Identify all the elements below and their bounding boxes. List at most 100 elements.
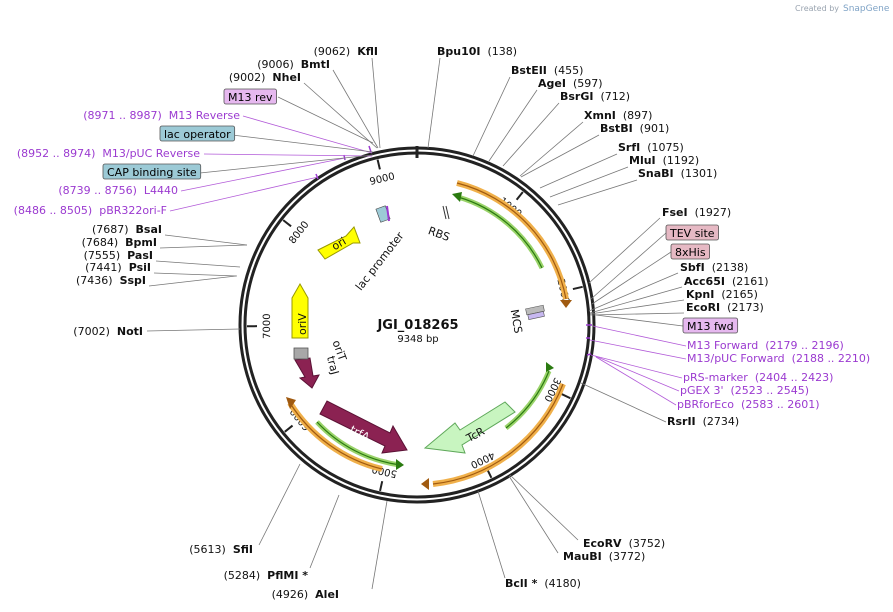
site-position: (7436): [76, 274, 113, 287]
site-name: XmnI: [584, 109, 616, 122]
leader-maubi: [508, 475, 559, 554]
primer-name: M13 Reverse: [169, 109, 240, 122]
leader-agei: [488, 89, 538, 162]
feature-box-label: CAP binding site: [107, 166, 197, 179]
site-maubi: MauBI (3772): [563, 550, 645, 563]
leader-primer-pbr322ori-f: [169, 176, 319, 212]
site-gap: [226, 543, 233, 556]
primer-range: (8952 .. 8974): [17, 147, 96, 160]
m13-rev-marker: [386, 205, 390, 222]
feature-box-8xhis: 8xHis: [670, 243, 710, 260]
site-name: KflI: [357, 45, 378, 58]
leader-noti: [146, 328, 241, 332]
trfa-feature: [319, 400, 408, 454]
site-sfii: (5613) SfiI: [189, 543, 253, 556]
site-name: AleI: [315, 588, 339, 601]
primer-range: (2179 .. 2196): [765, 339, 844, 352]
site-position: (7555): [84, 249, 121, 262]
primer-gap: [785, 352, 792, 365]
primer-range: (2583 .. 2601): [741, 398, 820, 411]
site-gap: [481, 45, 488, 58]
traj-feature: [294, 357, 320, 389]
site-position: (901): [640, 122, 670, 135]
site-gap: [129, 223, 136, 236]
snapgene-logo: SnapGene: [843, 4, 890, 14]
site-name: RsrII: [667, 415, 696, 428]
leader-bmti: [332, 69, 379, 149]
site-name: NheI: [272, 71, 301, 84]
leader-acc65i: [589, 286, 683, 314]
primer-name: M13/pUC Forward: [687, 352, 785, 365]
primer-m13-reverse: (8971 .. 8987) M13 Reverse: [83, 109, 240, 122]
primer-name: M13/pUC Reverse: [102, 147, 200, 160]
leader-snabi: [557, 179, 638, 206]
leader-bsrgi: [502, 102, 560, 167]
primer-name: pBR322ori-F: [99, 204, 167, 217]
site-name: SfiI: [233, 543, 253, 556]
green-arc-feature-1: [457, 194, 545, 270]
primer-name: pBRforEco: [677, 398, 734, 411]
site-name: PflMI *: [267, 569, 308, 582]
site-position: (2173): [727, 301, 764, 314]
site-name: BclI *: [505, 577, 538, 590]
primer-range: (2188 .. 2210): [792, 352, 871, 365]
green-arc-3-arrowhead: [396, 459, 404, 470]
site-position: (1301): [681, 167, 718, 180]
site-acc65i: Acc65I (2161): [684, 275, 769, 288]
site-gap: [350, 45, 357, 58]
site-srfi: SrfI (1075): [618, 141, 684, 154]
primer-gap: [724, 384, 731, 397]
ori-label: ori: [330, 235, 349, 253]
feature-box-label: TEV site: [669, 227, 715, 240]
primer-name: pGEX 3': [680, 384, 724, 397]
leader-nhei: [303, 82, 378, 149]
green-arc-2-arrowhead: [546, 362, 554, 372]
site-position: (3772): [609, 550, 646, 563]
site-bmti: (9006) BmtI: [257, 58, 330, 71]
site-gap: [622, 537, 629, 550]
site-name: FseI: [662, 206, 688, 219]
site-nhei: (9002) NheI: [229, 71, 301, 84]
primer-name: pRS-marker: [683, 371, 748, 384]
orange-arc-3-arrowhead: [286, 397, 296, 409]
leader-kpni: [589, 299, 685, 315]
traj-label: traJ: [324, 355, 341, 377]
orange-arc-feature-3-core: [289, 402, 383, 470]
site-gap: [720, 301, 727, 314]
site-kpni: KpnI (2165): [686, 288, 758, 301]
site-name: KpnI: [686, 288, 714, 301]
site-name: BstEII: [511, 64, 547, 77]
tick-label-8000: 8000: [287, 219, 311, 246]
site-position: (1192): [663, 154, 700, 167]
site-gap: [725, 275, 732, 288]
orange-arc-2-arrowhead: [421, 478, 429, 490]
feature-box-label: M13 fwd: [687, 320, 734, 333]
site-name: BsrGI: [560, 90, 593, 103]
primer-m13-puc-forward: M13/pUC Forward (2188 .. 2210): [687, 352, 870, 365]
leader-primer-pgex-3: [594, 355, 680, 392]
leader-bstbi: [520, 134, 600, 178]
site-position: (138): [488, 45, 518, 58]
rbs-mark-2: [445, 205, 450, 220]
site-position: (4180): [544, 577, 581, 590]
green-arc-1-arrowhead: [452, 192, 462, 202]
primer-pbrforeco: pBRforEco (2583 .. 2601): [677, 398, 820, 411]
primer-pbr322ori-f: (8486 .. 8505) pBR322ori-F: [14, 204, 167, 217]
orange-arc-1-arrowhead: [560, 300, 572, 308]
site-gap: [265, 71, 272, 84]
feature-box-bg: [102, 163, 202, 180]
site-bcli: BclI * (4180): [505, 577, 581, 590]
site-name: NotI: [117, 325, 143, 338]
primer-name: L4440: [144, 184, 178, 197]
feature-box-lac-operator: lac operator: [159, 125, 236, 142]
site-gap: [260, 569, 267, 582]
site-name: EcoRI: [686, 301, 720, 314]
site-gap: [640, 141, 647, 154]
green-arc-feature-2-core: [505, 370, 550, 429]
site-gap: [696, 415, 703, 428]
leader-bcli: [477, 490, 506, 579]
primer-pgex-3: pGEX 3' (2523 .. 2545): [680, 384, 809, 397]
site-name: MluI: [629, 154, 656, 167]
primer-mark-prs: [586, 353, 592, 356]
feature-box-tev-site: TEV site: [665, 224, 719, 241]
